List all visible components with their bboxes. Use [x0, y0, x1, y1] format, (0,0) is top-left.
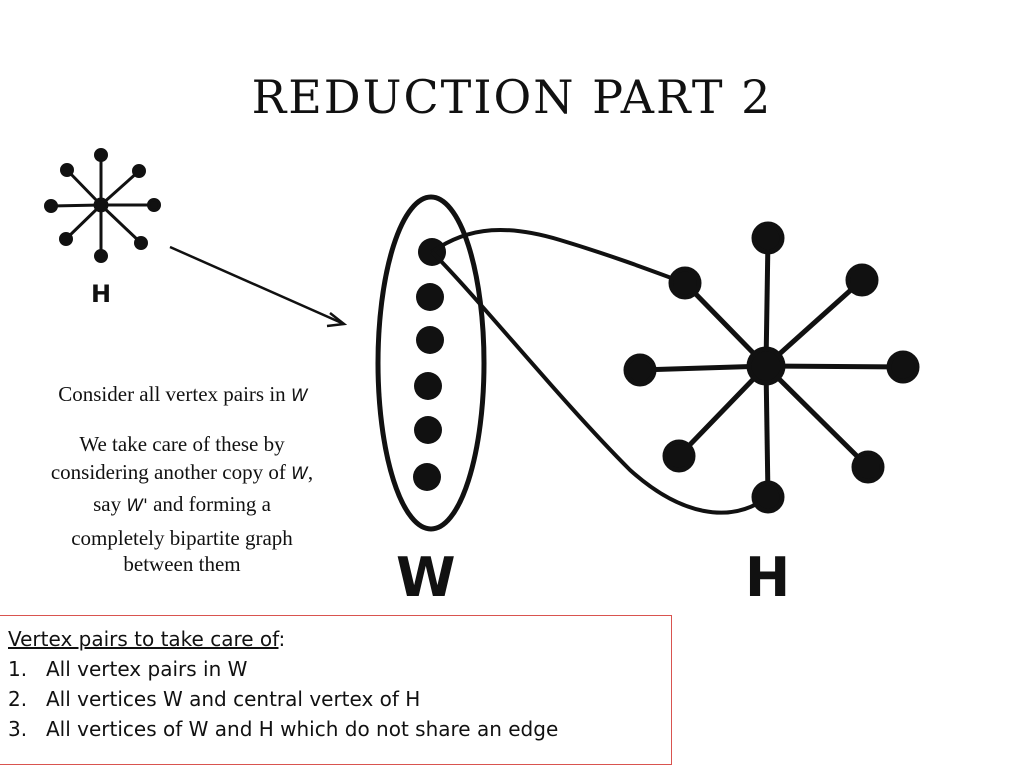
- w-vertex: [414, 372, 442, 400]
- big-star-leaf: [623, 353, 657, 387]
- small-star-edge: [99, 169, 141, 207]
- small-star-leaf: [134, 236, 148, 250]
- w-prime-variable: W': [126, 496, 148, 516]
- w-h-edges: [430, 227, 770, 515]
- big-star-label: H: [745, 546, 790, 609]
- big-star-leaf: [851, 450, 885, 484]
- big-star-center: [746, 346, 786, 386]
- w-vertex: [413, 463, 441, 491]
- big-star-leaf: [886, 350, 920, 384]
- small-star-edge: [99, 203, 143, 245]
- big-star-leaf: [845, 263, 879, 297]
- big-star-graph: [623, 221, 920, 514]
- big-star-leaf: [668, 266, 702, 300]
- big-star-leaf: [662, 439, 696, 473]
- vertex-pairs-box: Vertex pairs to take care of: 1.All vert…: [0, 615, 672, 765]
- small-star-graph: [44, 148, 161, 263]
- big-star-leaf: [751, 221, 785, 255]
- vertex-pairs-list: 1.All vertex pairs in W 2.All vertices W…: [8, 654, 663, 744]
- w-label: W: [396, 546, 456, 609]
- big-star-edge: [677, 364, 768, 458]
- w-set: [375, 194, 487, 532]
- list-item: 1.All vertex pairs in W: [8, 657, 248, 681]
- small-star-leaf: [132, 164, 146, 178]
- arrow: [169, 245, 348, 328]
- w-h-edge: [430, 250, 770, 515]
- take-care-text: We take care of these by considering ano…: [50, 432, 314, 576]
- list-item: 2.All vertices W and central vertex of H: [8, 687, 421, 711]
- slide-title: REDUCTION PART 2: [251, 70, 773, 124]
- small-star-center: [93, 197, 109, 213]
- w-variable: W: [291, 464, 308, 484]
- box-heading: Vertex pairs to take care of:: [8, 627, 286, 651]
- small-star-leaf: [44, 199, 58, 213]
- big-star-edge: [763, 365, 771, 498]
- big-star-edge: [764, 364, 870, 469]
- small-star-leaf: [147, 198, 161, 212]
- list-item: 3.All vertices of W and H which do not s…: [8, 717, 559, 741]
- small-star-edge: [50, 203, 102, 208]
- w-vertex: [416, 326, 444, 354]
- big-star-edge: [764, 278, 864, 368]
- big-star-edge: [765, 363, 904, 370]
- small-star-leaf: [60, 163, 74, 177]
- w-variable: W: [290, 386, 308, 406]
- big-star-edge: [639, 363, 767, 373]
- consider-text: Consider all vertex pairs in W: [58, 382, 308, 406]
- big-star-leaf: [751, 480, 785, 514]
- w-vertex: [414, 416, 442, 444]
- small-star-label: H: [91, 280, 111, 308]
- w-h-edge: [430, 227, 686, 285]
- small-star-edge: [65, 168, 103, 207]
- w-vertex: [416, 283, 444, 311]
- w-ellipse: [375, 194, 487, 532]
- big-star-edge: [763, 237, 771, 367]
- small-star-leaf: [94, 249, 108, 263]
- small-star-edge: [64, 203, 103, 241]
- small-star-leaf: [94, 148, 108, 162]
- small-star-leaf: [59, 232, 73, 246]
